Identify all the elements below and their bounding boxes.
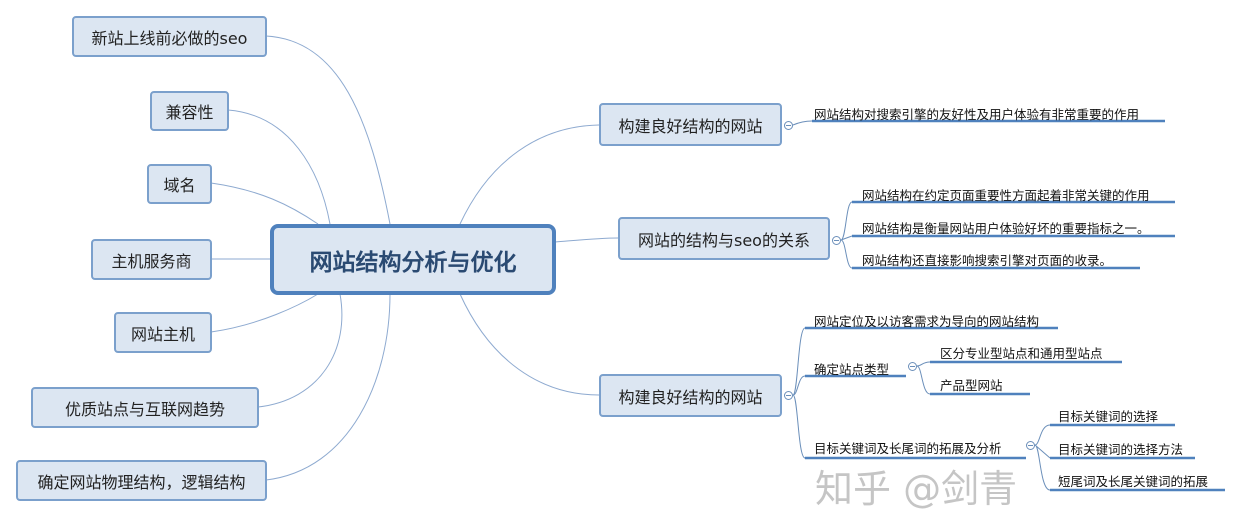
leaf-topic[interactable]: 网站结构在约定页面重要性方面起着非常关键的作用 xyxy=(862,188,1150,203)
leaf-topic[interactable]: 目标关键词的选择方法 xyxy=(1058,442,1184,457)
left-topic[interactable]: 兼容性 xyxy=(150,91,229,131)
central-topic[interactable]: 网站结构分析与优化 xyxy=(270,224,556,295)
collapse-icon[interactable] xyxy=(784,391,793,400)
leaf-topic[interactable]: 网站结构还直接影响搜索引擎对页面的收录。 xyxy=(862,253,1113,268)
leaf-topic[interactable]: 区分专业型站点和通用型站点 xyxy=(940,346,1103,361)
leaf-topic[interactable]: 网站结构对搜索引擎的友好性及用户体验有非常重要的作用 xyxy=(814,107,1140,122)
left-topic[interactable]: 新站上线前必做的seo xyxy=(72,16,267,57)
left-topic[interactable]: 主机服务商 xyxy=(91,239,212,280)
watermark: 知乎 @剑青 xyxy=(815,467,1018,511)
leaf-topic[interactable]: 目标关键词的选择 xyxy=(1058,409,1159,424)
left-topic[interactable]: 确定网站物理结构，逻辑结构 xyxy=(16,460,267,501)
collapse-icon[interactable] xyxy=(784,121,793,130)
left-topic[interactable]: 优质站点与互联网趋势 xyxy=(31,387,259,428)
subtopic-keywords[interactable]: 目标关键词及长尾词的拓展及分析 xyxy=(814,441,1002,456)
leaf-topic[interactable]: 网站定位及以访客需求为导向的网站结构 xyxy=(814,314,1040,329)
leaf-topic[interactable]: 产品型网站 xyxy=(940,378,1003,393)
branch-build-structure-2[interactable]: 构建良好结构的网站 xyxy=(599,374,782,417)
branch-structure-seo[interactable]: 网站的结构与seo的关系 xyxy=(618,217,830,260)
branch-build-structure[interactable]: 构建良好结构的网站 xyxy=(599,103,782,146)
left-topic[interactable]: 域名 xyxy=(147,164,212,204)
subtopic-site-type[interactable]: 确定站点类型 xyxy=(814,362,890,377)
leaf-topic[interactable]: 短尾词及长尾关键词的拓展 xyxy=(1058,474,1209,489)
left-topic[interactable]: 网站主机 xyxy=(114,312,212,353)
collapse-icon[interactable] xyxy=(832,236,841,245)
leaf-topic[interactable]: 网站结构是衡量网站用户体验好坏的重要指标之一。 xyxy=(862,221,1150,236)
collapse-icon[interactable] xyxy=(908,362,917,371)
collapse-icon[interactable] xyxy=(1026,441,1035,450)
